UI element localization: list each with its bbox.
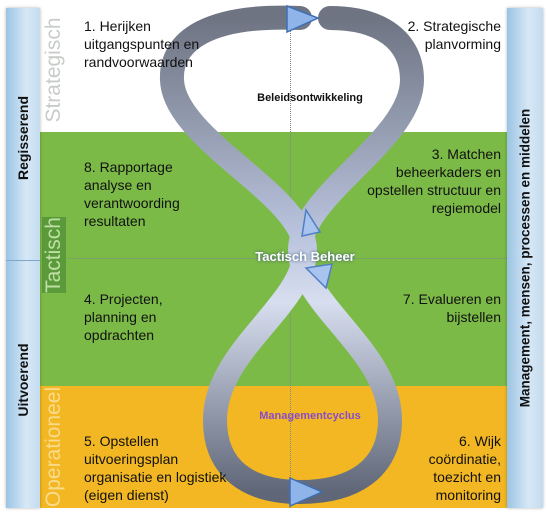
arrow-center-right bbox=[304, 263, 334, 290]
label-managementcyclus: Managementcyclus bbox=[259, 410, 361, 422]
step-5: 5. Opstellen uitvoeringsplan organisatie… bbox=[84, 433, 227, 503]
arrow-center-left bbox=[301, 207, 322, 237]
step-2: 2. Strategische planvorming bbox=[407, 18, 501, 52]
divider-horizontal bbox=[68, 258, 507, 259]
sidebar-right: Management, mensen, processen en middele… bbox=[507, 8, 543, 508]
step-3: 3. Matchen beheerkaders en opstellen str… bbox=[367, 146, 501, 216]
step-8: 8. Rapportage analyse en verantwoording … bbox=[84, 159, 180, 229]
step-1: 1. Herijken uitgangspunten en randvoorwa… bbox=[84, 18, 200, 70]
sidebar-left: Regisserend Uitvoerend bbox=[6, 8, 40, 508]
label-beleidsontwikkeling: Beleidsontwikkeling bbox=[257, 92, 363, 104]
step-6: 6. Wijk coördinatie, toezicht en monitor… bbox=[428, 433, 501, 503]
sidebar-left-divider bbox=[6, 260, 40, 261]
arrow-top bbox=[286, 4, 320, 34]
label-tactisch-beheer: Tactisch Beheer bbox=[255, 249, 355, 264]
step-7: 7. Evalueren en bijstellen bbox=[402, 291, 501, 325]
tactical-band bbox=[40, 132, 507, 386]
arrow-bottom bbox=[289, 476, 324, 508]
step-4: 4. Projecten, planning en opdrachten bbox=[84, 291, 163, 343]
